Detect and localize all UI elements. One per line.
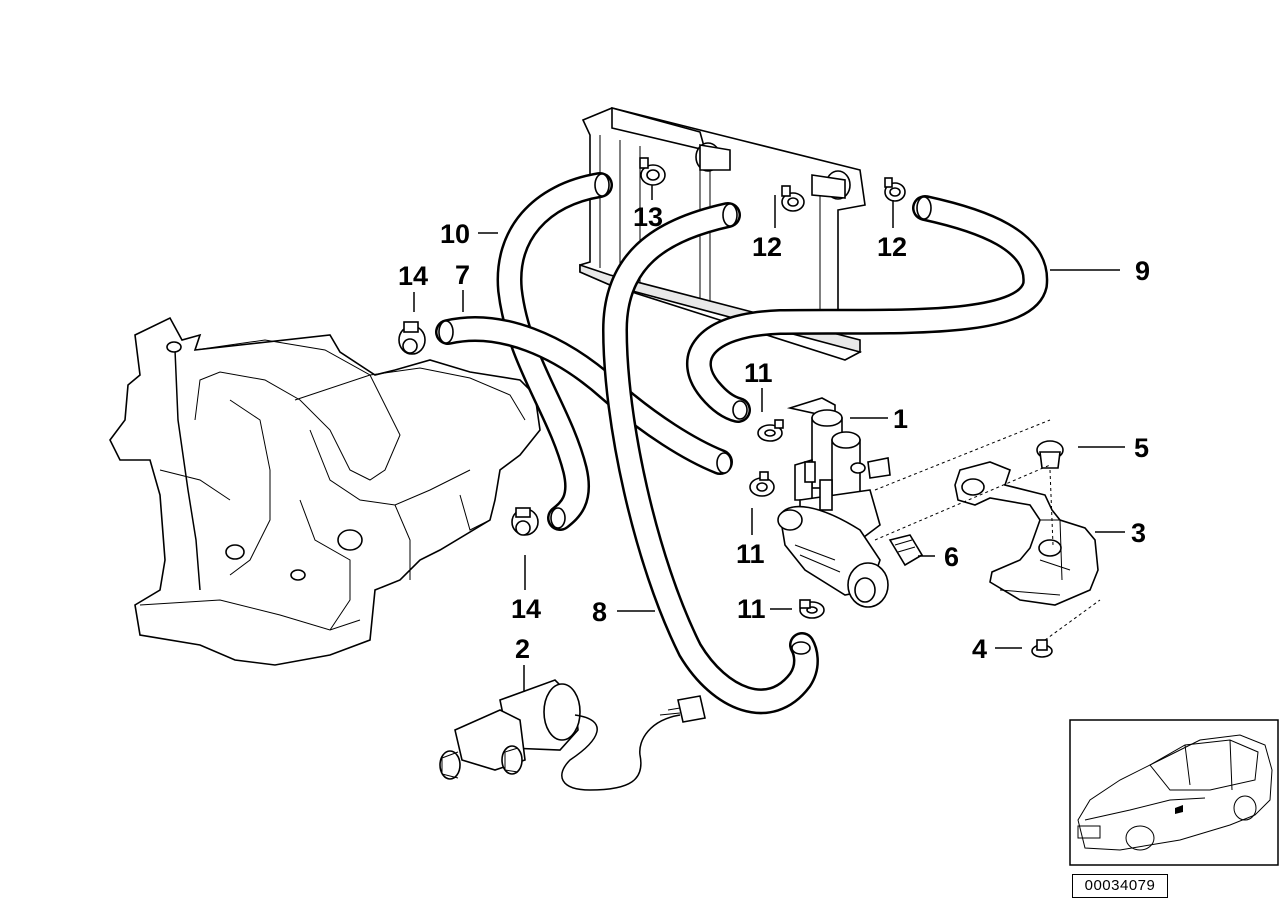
clamp-11-middle	[749, 471, 775, 497]
callout-14-upper: 14	[398, 261, 428, 291]
clamp-14-upper	[398, 321, 426, 355]
clamp-12-right	[884, 177, 906, 202]
callout-13: 13	[633, 202, 663, 232]
callout-11-middle: 11	[736, 539, 765, 569]
grommet-6	[888, 534, 924, 567]
clamp-12-left	[781, 185, 805, 212]
callout-10: 10	[440, 219, 470, 249]
water-valve	[786, 397, 891, 541]
valve-pump	[777, 505, 889, 608]
screw	[1031, 639, 1053, 658]
leader-lines	[413, 185, 1125, 692]
clamp-11-bottom	[799, 599, 825, 619]
auxiliary-water-pump	[439, 679, 706, 791]
callout-2: 2	[515, 634, 530, 664]
hose-9	[686, 195, 1049, 423]
callout-12-left: 12	[752, 232, 782, 262]
clamp-11-top	[757, 419, 784, 442]
callout-7: 7	[455, 260, 470, 290]
grommet-5	[1036, 440, 1064, 469]
callout-14-lower: 14	[511, 594, 541, 624]
callout-12-right: 12	[877, 232, 907, 262]
callout-4: 4	[972, 634, 987, 664]
callout-1: 1	[893, 404, 908, 434]
vehicle-thumbnail	[1069, 719, 1279, 866]
callout-8: 8	[592, 597, 607, 627]
clamp-13	[639, 157, 666, 186]
hose-8	[602, 202, 819, 715]
bracket	[954, 461, 1099, 606]
doc-number: 00034079	[1072, 874, 1168, 898]
engine-block	[109, 316, 541, 666]
callout-5: 5	[1134, 433, 1149, 463]
callout-9: 9	[1135, 256, 1150, 286]
callout-11-top: 11	[744, 358, 773, 388]
clamp-14-lower	[511, 507, 539, 536]
callout-3: 3	[1131, 518, 1146, 548]
callout-6: 6	[944, 542, 959, 572]
callout-11-bottom: 11	[737, 594, 766, 624]
